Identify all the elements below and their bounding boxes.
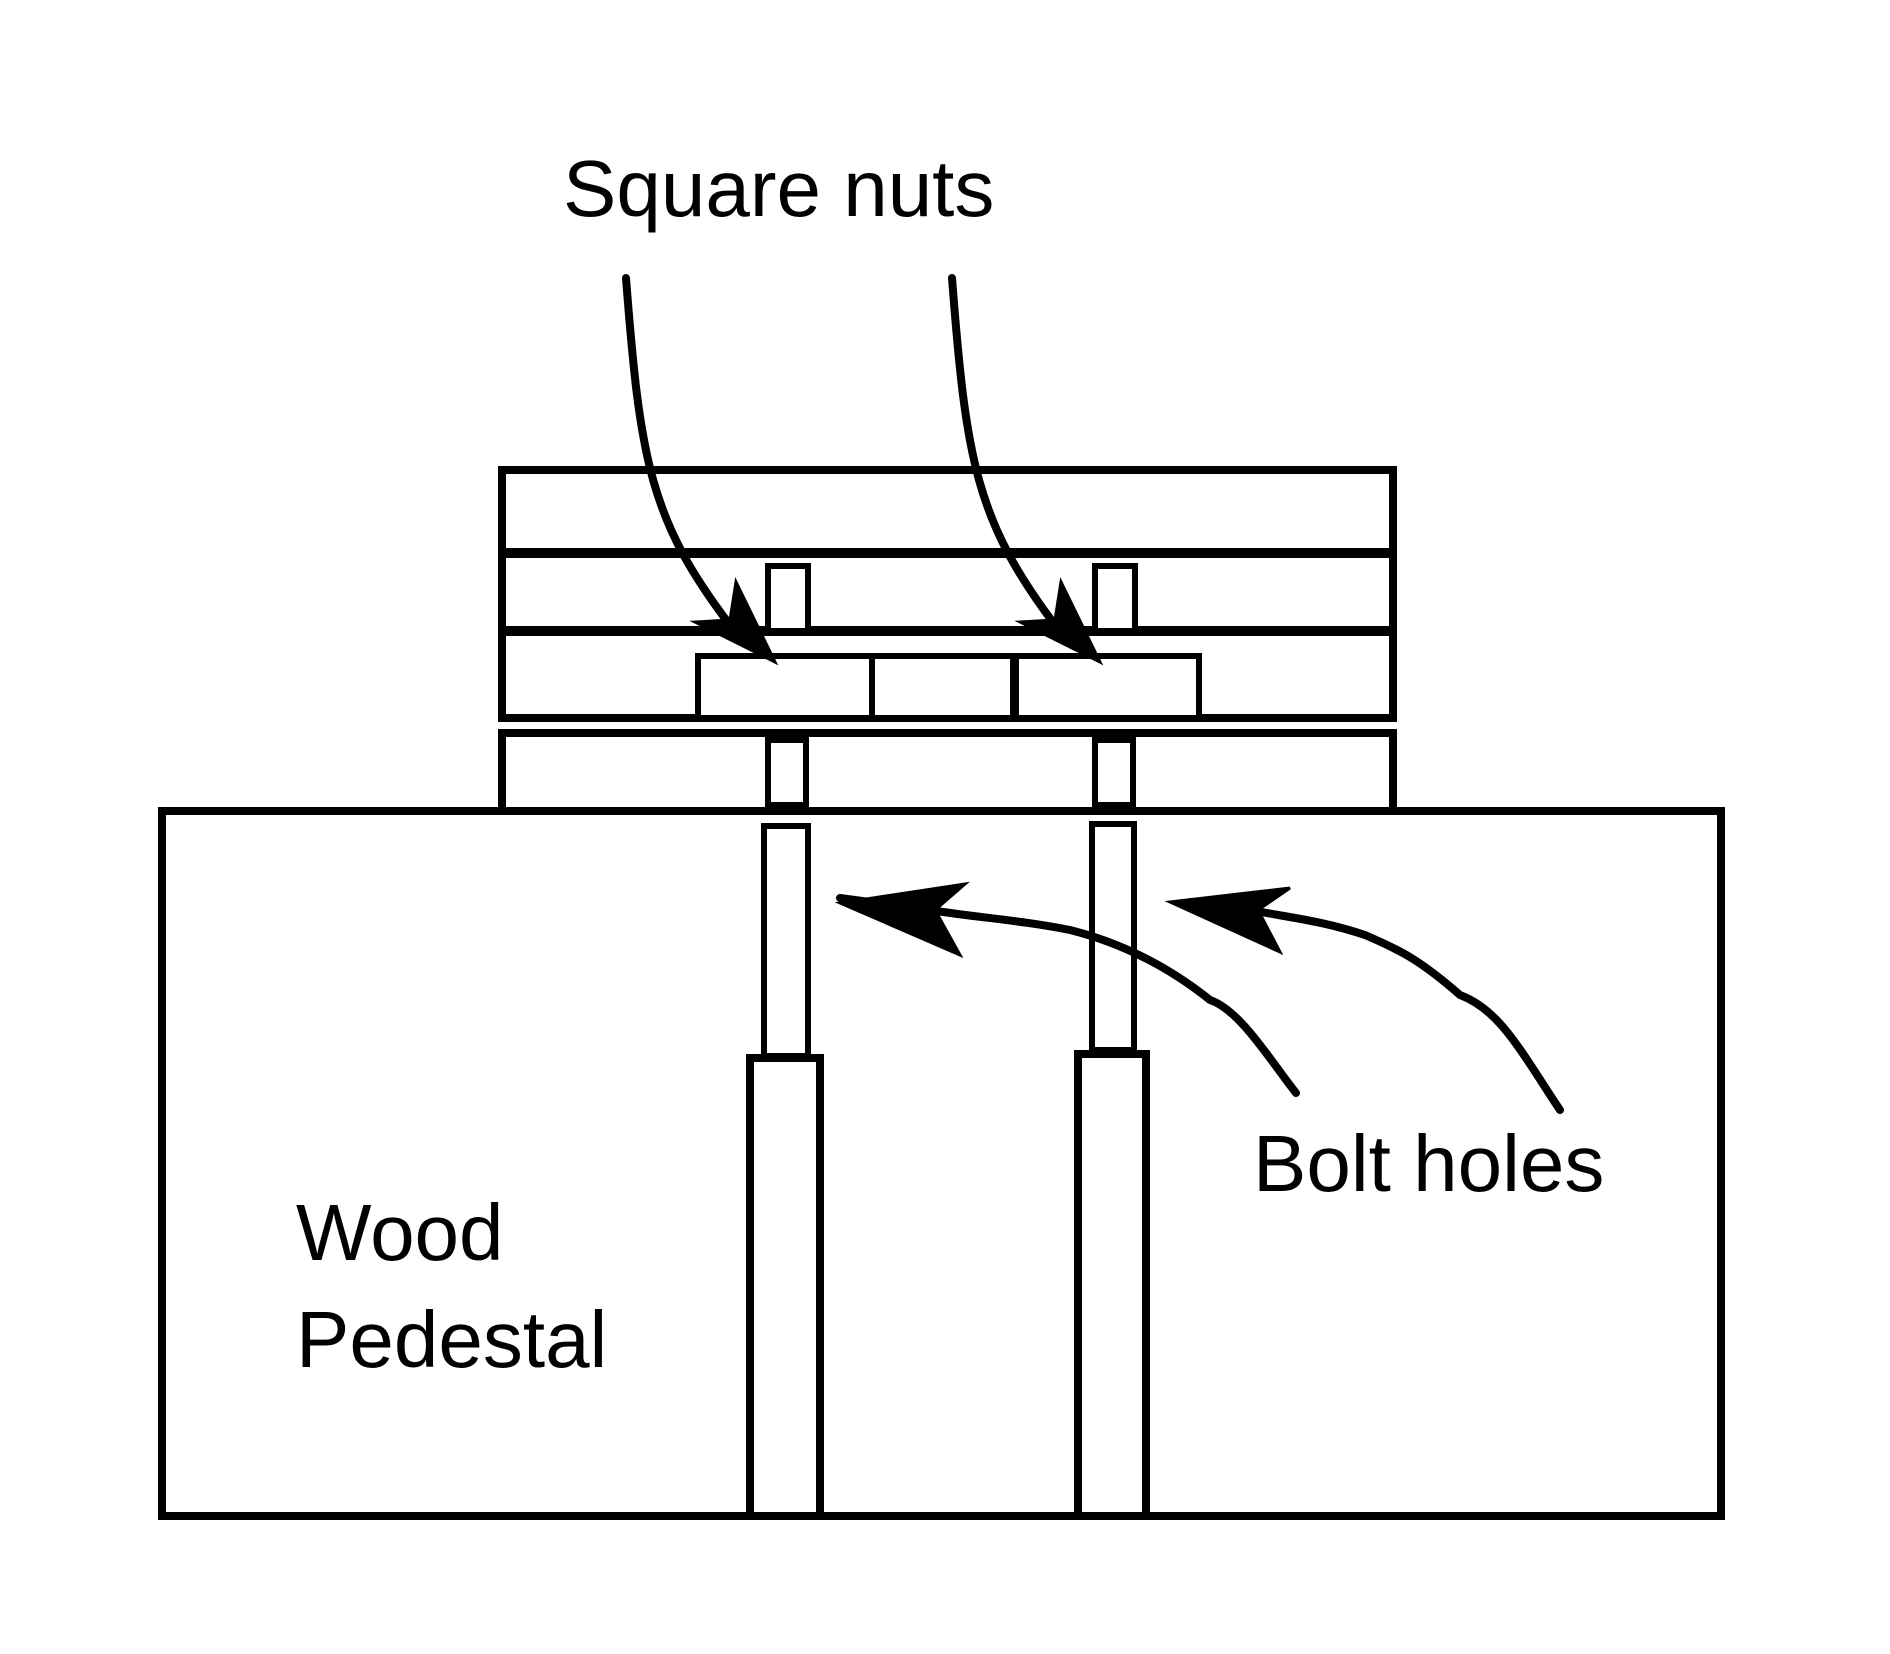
base-plate bbox=[498, 729, 1397, 815]
label-bolt-holes: Bolt holes bbox=[1253, 1119, 1604, 1208]
bolt-shank-base-left bbox=[765, 737, 809, 808]
bolt-holes-arrow-left-line bbox=[836, 894, 1300, 1097]
bolt-holes-arrowhead-left bbox=[834, 881, 970, 959]
bolt-hole-wide-left bbox=[746, 1054, 824, 1520]
square-nuts-arrowhead-left bbox=[689, 577, 779, 666]
bolt-shank-upper-right bbox=[1092, 563, 1138, 634]
bolt-hole-wide-right bbox=[1074, 1050, 1150, 1520]
bolt-shank-upper-left bbox=[765, 563, 811, 634]
square-nuts-arrowhead-right bbox=[1014, 577, 1104, 666]
plate-gap-segment bbox=[869, 653, 1016, 721]
label-square-nuts: Square nuts bbox=[563, 144, 994, 233]
square-nut-recess-left bbox=[695, 653, 875, 721]
square-nuts-arrow-left-line bbox=[622, 274, 764, 656]
bolt-hole-narrow-left bbox=[761, 823, 811, 1059]
square-nut-recess-right bbox=[1013, 653, 1202, 721]
bolt-shank-base-right bbox=[1092, 737, 1136, 808]
bolt-holes-arrow-right-line bbox=[1186, 898, 1564, 1114]
label-pedestal: Pedestal bbox=[296, 1295, 607, 1384]
square-nuts-arrow-right-line bbox=[948, 274, 1089, 656]
label-wood: Wood bbox=[296, 1188, 504, 1277]
bolt-holes-arrowhead-right bbox=[1164, 886, 1291, 956]
